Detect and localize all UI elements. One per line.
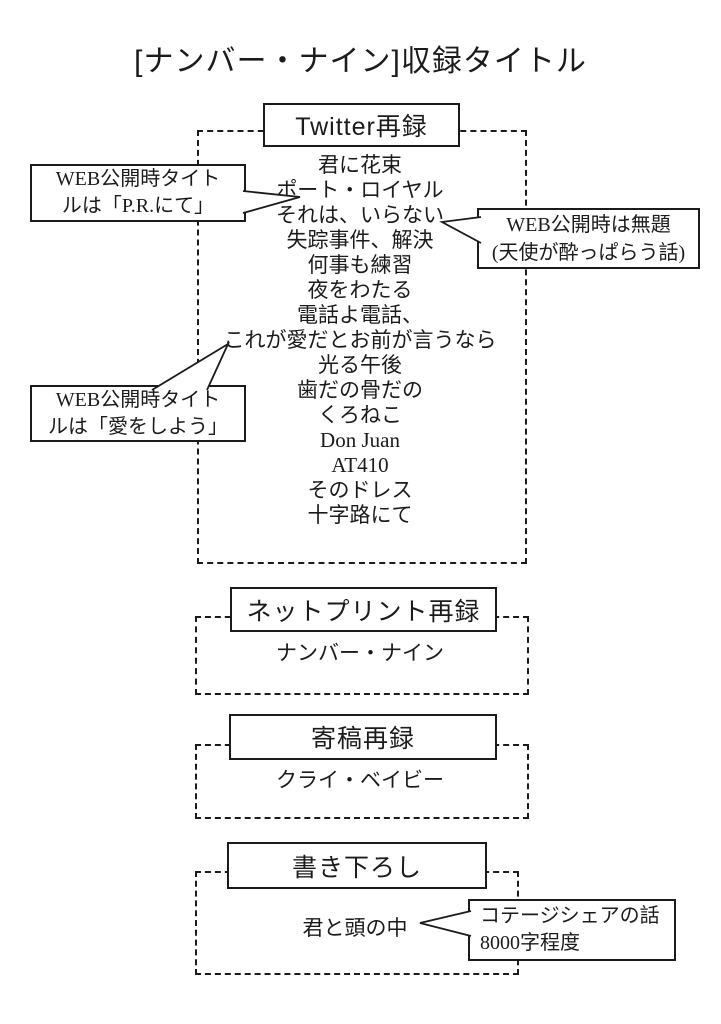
callout-text: ルは「愛をしよう」 [48,415,228,438]
list-item: ナンバー・ナイン [276,641,444,665]
list-item: 夜をわたる [307,278,413,302]
section-header-netprint-label: ネットプリント再録 [246,597,481,626]
callout-text: ルは「P.R.にて」 [61,195,215,217]
list-item: 君と頭の中 [302,916,408,940]
list-item: 失踪事件、解決 [286,228,434,252]
list-item: 光る午後 [318,353,402,377]
list-item: 何事も練習 [307,253,413,277]
callout-love-title: WEB公開時タイト ルは「愛をしよう」 [30,385,246,442]
list-item: 君に花束 [318,153,402,177]
list-item: それは、いらない [276,203,444,227]
section-header-twitter-label: Twitter再録 [295,113,428,141]
list-item: くろねこ [318,403,402,427]
section-header-newly-written-label: 書き下ろし [291,853,422,882]
list-item: そのドレス [307,478,413,502]
callout-text: WEB公開時タイト [55,388,221,411]
list-item: クライ・ベイビー [276,768,444,792]
section-header-newly-written: 書き下ろし [227,842,487,889]
page-title: [ナンバー・ナイン]収録タイトル [134,45,587,78]
list-item: 十字路にて [307,503,413,527]
callout-text: 8000字程度 [480,932,580,954]
callout-text: WEB公開時タイト [55,168,221,190]
list-item: Don Juan [320,428,400,452]
callout-pr-title: WEB公開時タイト ルは「P.R.にて」 [30,164,246,222]
section-header-netprint: ネットプリント再録 [230,587,497,632]
callout-untitled-web: WEB公開時は無題 (天使が酔っぱらう話) [477,208,700,269]
callout-cottage-note: コテージシェアの話 8000字程度 [468,899,676,961]
list-item: これが愛だとお前が言うなら [223,328,497,352]
list-item: 電話よ電話、 [297,303,423,327]
callout-text: (天使が酔っぱらう話) [491,241,686,264]
list-item: AT410 [331,453,389,477]
section-header-contribution-label: 寄稿再録 [310,725,415,753]
section-header-twitter: Twitter再録 [263,103,460,147]
callout-text: WEB公開時は無題 [506,213,671,236]
list-item: ポート・ロイヤル [276,178,444,202]
section-header-contribution: 寄稿再録 [229,714,497,760]
list-item: 歯だの骨だの [297,378,423,402]
callout-text: コテージシェアの話 [480,905,660,927]
twitter-item-list: 君に花束 ポート・ロイヤル それは、いらない 失踪事件、解決 何事も練習 夜をわ… [197,153,523,528]
